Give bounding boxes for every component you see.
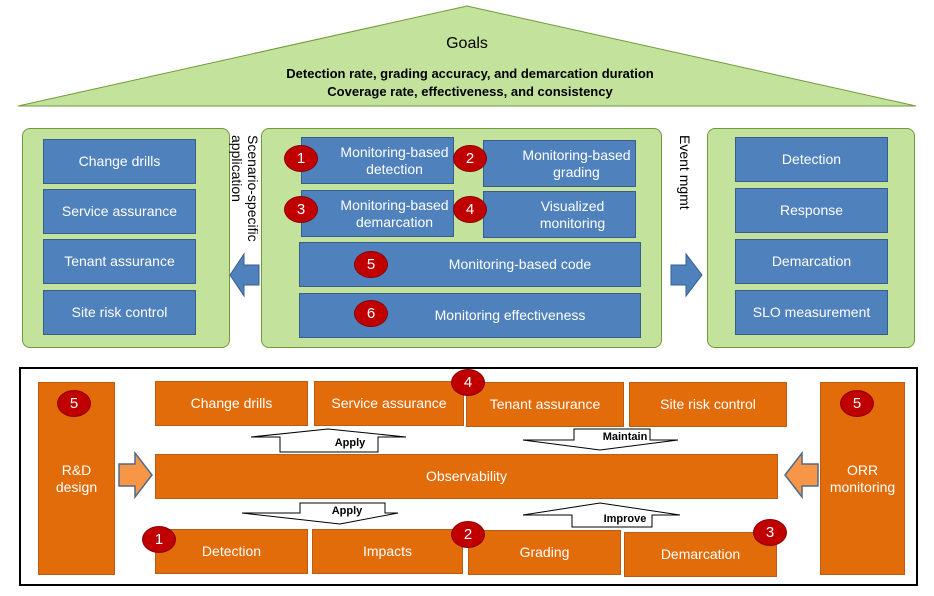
rd-design-block: R&D design <box>38 382 115 575</box>
badge-bottom-3: 3 <box>753 519 787 546</box>
right-item-demarcation: Demarcation <box>735 239 888 284</box>
badge-bottom-2: 2 <box>451 521 485 548</box>
badge-4: 4 <box>453 196 487 223</box>
apply-down-arrow-icon <box>241 502 399 525</box>
center-item-demarcation: Monitoring-based demarcation <box>301 190 454 237</box>
top-row-change-drills: Change drills <box>155 381 308 426</box>
right-item-response: Response <box>735 188 888 233</box>
badge-rd-5: 5 <box>57 390 91 417</box>
badge-5: 5 <box>354 251 388 278</box>
apply-top-label: Apply <box>334 437 366 449</box>
goals-line-2: Coverage rate, effectiveness, and consis… <box>327 84 613 99</box>
badge-2: 2 <box>453 145 487 172</box>
maintain-down-arrow-icon <box>522 428 679 451</box>
left-item-site-risk-control: Site risk control <box>43 290 196 335</box>
bottom-row-detection: Detection <box>155 529 308 574</box>
center-item-visualized: Visualized monitoring <box>483 191 636 238</box>
badge-6: 6 <box>354 300 388 327</box>
event-mgmt-label: Event mgmt <box>677 135 693 210</box>
center-item-grading: Monitoring-based grading <box>483 140 636 187</box>
improve-up-arrow-icon <box>522 502 681 528</box>
right-item-slo: SLO measurement <box>735 290 888 335</box>
bottom-row-impacts: Impacts <box>312 529 463 574</box>
goals-line-1: Detection rate, grading accuracy, and de… <box>286 66 654 81</box>
right-arrow-icon <box>670 252 703 298</box>
left-item-service-assurance: Service assurance <box>43 189 196 234</box>
rd-arrow-icon <box>118 451 153 499</box>
right-item-detection: Detection <box>735 137 888 182</box>
bottom-row-grading: Grading <box>468 530 621 575</box>
left-item-change-drills: Change drills <box>43 139 196 184</box>
top-row-tenant-assurance: Tenant assurance <box>466 382 624 427</box>
badge-orr-5: 5 <box>840 390 874 417</box>
observability-bar: Observability <box>155 454 778 499</box>
scenario-specific-label: Scenario-specific application <box>229 135 261 242</box>
center-item-effectiveness: Monitoring effectiveness <box>299 293 641 338</box>
top-row-service-assurance: Service assurance <box>314 381 464 426</box>
top-row-site-risk-control: Site risk control <box>629 382 787 427</box>
improve-label: Improve <box>603 513 647 525</box>
badge-3: 3 <box>284 196 318 223</box>
goals-roof <box>17 5 917 107</box>
left-arrow-icon <box>229 252 260 298</box>
apply-up-arrow-icon <box>250 428 407 453</box>
bottom-row-demarcation: Demarcation <box>624 532 777 577</box>
center-item-detection: Monitoring-based detection <box>301 137 454 184</box>
badge-bottom-1: 1 <box>142 526 176 553</box>
maintain-label: Maintain <box>602 431 648 443</box>
badge-1: 1 <box>284 145 318 172</box>
badge-top-4: 4 <box>451 369 485 396</box>
orr-arrow-icon <box>784 451 819 499</box>
center-item-code: Monitoring-based code <box>299 242 641 287</box>
apply-bottom-label: Apply <box>331 505 363 517</box>
goals-title: Goals <box>446 35 488 52</box>
left-item-tenant-assurance: Tenant assurance <box>43 239 196 284</box>
